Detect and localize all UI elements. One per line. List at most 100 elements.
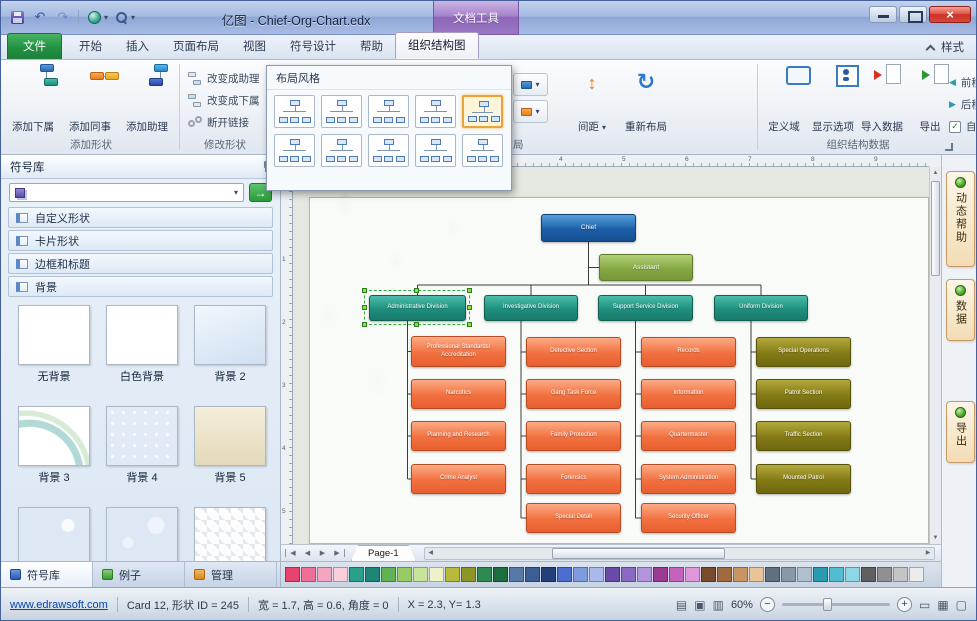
scroll-down-icon[interactable]: ▼ — [932, 535, 939, 541]
layout-style-button[interactable]: ▾ — [513, 73, 548, 96]
background-item[interactable]: 背景 2 — [187, 305, 273, 384]
side-tab-dynamic-help[interactable]: 动态帮助 — [946, 171, 975, 267]
color-swatch[interactable] — [893, 567, 908, 582]
fullscreen-icon[interactable]: ▢ — [955, 597, 967, 612]
side-tab-data[interactable]: 数据 — [946, 279, 975, 341]
scrollbar-thumb[interactable] — [551, 547, 726, 559]
zoom-slider[interactable] — [781, 598, 890, 611]
color-swatch[interactable] — [317, 567, 332, 582]
library-combo-box[interactable]: ▾ — [9, 183, 244, 202]
org-node[interactable]: Patrol Section — [756, 379, 851, 409]
website-link[interactable]: www.edrawsoft.com — [10, 598, 108, 611]
org-node[interactable]: Mounted Patrol — [756, 464, 851, 494]
org-node[interactable]: Support Service Division — [598, 295, 693, 321]
page-tab[interactable]: Page-1 — [351, 545, 416, 561]
org-node[interactable]: Family Protection — [526, 421, 621, 451]
layout-direction-button[interactable]: ▾ — [513, 100, 548, 123]
zoom-in-button[interactable]: + — [896, 597, 912, 612]
color-swatch[interactable] — [349, 567, 364, 582]
color-swatch[interactable] — [301, 567, 316, 582]
vertical-scrollbar[interactable]: ▲ ▼ — [929, 167, 941, 544]
org-node[interactable]: Crime Analyst — [411, 464, 506, 494]
color-swatch[interactable] — [909, 567, 924, 582]
style-button[interactable]: 样式 — [925, 39, 964, 55]
next-page-button[interactable]: ▶ — [319, 550, 326, 557]
background-item[interactable] — [187, 507, 273, 561]
tab-home[interactable]: 开始 — [79, 41, 102, 53]
tab-symbol-design[interactable]: 符号设计 — [290, 41, 336, 53]
side-tab-export[interactable]: 导出 — [946, 401, 975, 463]
layout-style-option[interactable] — [274, 95, 315, 128]
dialog-launcher-icon[interactable] — [945, 143, 953, 151]
maximize-button[interactable] — [899, 6, 927, 23]
org-node[interactable]: Detective Section — [526, 337, 621, 367]
color-swatch[interactable] — [397, 567, 412, 582]
tab-insert[interactable]: 插入 — [126, 41, 149, 53]
color-swatch[interactable] — [413, 567, 428, 582]
display-options-button[interactable]: 显示选项 — [809, 63, 857, 137]
layout-style-option[interactable] — [415, 95, 456, 128]
color-swatch[interactable] — [589, 567, 604, 582]
undo-button[interactable]: ↶ — [34, 9, 46, 24]
org-node[interactable]: Security Officer — [641, 503, 736, 533]
scroll-up-icon[interactable]: ▲ — [932, 170, 939, 176]
define-field-button[interactable]: 定义域 — [760, 63, 808, 137]
color-swatch[interactable] — [637, 567, 652, 582]
tab-page-layout[interactable]: 页面布局 — [173, 41, 219, 53]
org-node[interactable]: Special Operations — [756, 337, 851, 367]
background-item[interactable]: 背景 4 — [99, 406, 185, 485]
scroll-left-icon[interactable]: ◀ — [428, 549, 433, 556]
org-node[interactable]: Gang Task Force — [526, 379, 621, 409]
change-to-subordinate-button[interactable]: 改变成下属 — [188, 90, 266, 110]
category-custom-shapes[interactable]: 自定义形状 — [8, 207, 273, 228]
scrollbar-thumb[interactable] — [931, 181, 940, 276]
color-swatch[interactable] — [701, 567, 716, 582]
color-swatch[interactable] — [285, 567, 300, 582]
last-page-button[interactable]: ▶ — [330, 549, 345, 557]
color-swatch[interactable] — [813, 567, 828, 582]
org-node[interactable]: Investigative Division — [484, 295, 578, 321]
layout-style-option[interactable] — [321, 134, 362, 167]
org-node[interactable]: Professional Standards/ Accreditation — [411, 336, 506, 367]
zoom-tool-dropdown[interactable]: ▾ — [131, 12, 136, 22]
move-forward-button[interactable]: ◀ 前移 — [949, 73, 976, 92]
color-swatch[interactable] — [461, 567, 476, 582]
doc-tools-contextual-tab[interactable]: 文档工具 — [433, 1, 519, 35]
color-swatch[interactable] — [477, 567, 492, 582]
spacing-button[interactable]: ↕ 间距 ▾ — [569, 63, 615, 137]
color-swatch[interactable] — [445, 567, 460, 582]
layout-style-option[interactable] — [321, 95, 362, 128]
relayout-button[interactable]: ↻ 重新布局 — [619, 63, 673, 137]
layout-style-option[interactable] — [368, 134, 409, 167]
layout-style-option[interactable] — [415, 134, 456, 167]
color-swatch[interactable] — [765, 567, 780, 582]
export-button[interactable]: 导出 — [907, 63, 953, 137]
color-swatch[interactable] — [429, 567, 444, 582]
redo-button[interactable]: ↷ — [57, 9, 69, 24]
background-item[interactable]: 背景 5 — [187, 406, 273, 485]
move-backward-button[interactable]: ▶ 后移 — [949, 95, 976, 114]
org-node[interactable]: Forensics — [526, 464, 621, 494]
background-item[interactable]: 白色背景 — [99, 305, 185, 384]
add-peer-button[interactable]: 添加同事 — [62, 63, 119, 137]
break-link-button[interactable]: 断开链接 — [188, 112, 266, 132]
import-data-button[interactable]: 导入数据 — [858, 63, 906, 137]
org-node[interactable]: Administrative Division — [369, 295, 466, 321]
org-node[interactable]: Uniform Division — [714, 295, 808, 321]
options-button[interactable] — [84, 7, 104, 27]
color-swatch[interactable] — [573, 567, 588, 582]
view-normal-icon[interactable]: ▤ — [675, 597, 688, 612]
color-swatch[interactable] — [781, 567, 796, 582]
org-node[interactable]: Assistant — [599, 254, 693, 281]
color-swatch[interactable] — [717, 567, 732, 582]
panel-tab-manage[interactable]: 管理 — [185, 562, 277, 587]
color-swatch[interactable] — [541, 567, 556, 582]
view-page-icon[interactable]: ▣ — [694, 597, 706, 612]
save-button[interactable] — [7, 7, 27, 27]
color-swatch[interactable] — [653, 567, 668, 582]
zoom-slider-thumb[interactable] — [823, 598, 832, 611]
color-swatch[interactable] — [829, 567, 844, 582]
color-swatch[interactable] — [365, 567, 380, 582]
tab-help[interactable]: 帮助 — [360, 41, 383, 53]
